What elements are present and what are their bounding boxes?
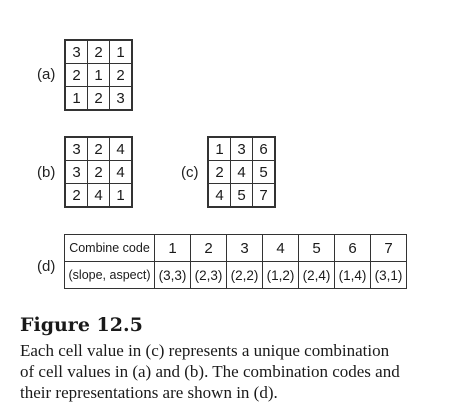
grid-cell: 3 bbox=[109, 86, 133, 111]
figure-caption: Each cell value in (c) represents a uniq… bbox=[20, 340, 445, 403]
grid-cell: 3 bbox=[64, 136, 88, 161]
grid-row: 3 2 4 bbox=[64, 136, 133, 161]
grid-cell: 1 bbox=[64, 86, 88, 111]
code-cell: 7 bbox=[370, 234, 407, 262]
caption-line: Each cell value in (c) represents a uniq… bbox=[20, 341, 390, 360]
grid-cell: 2 bbox=[64, 63, 88, 87]
table-row: (slope, aspect) (3,3) (2,3) (2,2) (1,2) … bbox=[64, 261, 407, 289]
grid-row: 3 2 1 bbox=[64, 39, 133, 64]
pair-cell: (2,2) bbox=[226, 261, 263, 289]
code-cell: 4 bbox=[262, 234, 299, 262]
grid-c: 1 3 6 2 4 5 4 5 7 bbox=[207, 136, 276, 208]
panel-a-label: (a) bbox=[37, 66, 56, 83]
slope-aspect-header: (slope, aspect) bbox=[64, 261, 155, 289]
grid-cell: 5 bbox=[230, 183, 253, 208]
panel-c-label: (c) bbox=[181, 164, 199, 181]
grid-cell: 2 bbox=[207, 160, 231, 184]
pair-cell: (2,3) bbox=[190, 261, 227, 289]
pair-cell: (3,3) bbox=[154, 261, 191, 289]
grid-cell: 6 bbox=[252, 136, 276, 161]
caption-line: their representations are shown in (d). bbox=[20, 383, 278, 402]
combine-code-header: Combine code bbox=[64, 234, 155, 262]
grid-cell: 1 bbox=[207, 136, 231, 161]
table-row: Combine code 1 2 3 4 5 6 7 bbox=[64, 234, 407, 262]
pair-cell: (2,4) bbox=[298, 261, 335, 289]
grid-cell: 2 bbox=[109, 63, 133, 87]
grid-row: 2 4 1 bbox=[64, 183, 133, 208]
figure-title: Figure 12.5 bbox=[20, 314, 143, 336]
grid-cell: 3 bbox=[230, 136, 253, 161]
grid-cell: 2 bbox=[87, 136, 110, 161]
grid-cell: 1 bbox=[109, 183, 133, 208]
code-cell: 1 bbox=[154, 234, 191, 262]
grid-cell: 4 bbox=[207, 183, 231, 208]
grid-row: 4 5 7 bbox=[207, 183, 276, 208]
grid-cell: 2 bbox=[87, 160, 110, 184]
panel-d-label: (d) bbox=[37, 258, 56, 275]
grid-row: 3 2 4 bbox=[64, 160, 133, 184]
grid-row: 1 2 3 bbox=[64, 86, 133, 111]
grid-cell: 4 bbox=[230, 160, 253, 184]
grid-a: 3 2 1 2 1 2 1 2 3 bbox=[64, 39, 133, 111]
grid-cell: 5 bbox=[252, 160, 276, 184]
grid-cell: 4 bbox=[109, 136, 133, 161]
grid-cell: 3 bbox=[64, 160, 88, 184]
grid-cell: 3 bbox=[64, 39, 88, 64]
pair-cell: (3,1) bbox=[370, 261, 407, 289]
code-cell: 6 bbox=[334, 234, 371, 262]
grid-row: 2 1 2 bbox=[64, 63, 133, 87]
grid-b: 3 2 4 3 2 4 2 4 1 bbox=[64, 136, 133, 208]
grid-cell: 7 bbox=[252, 183, 276, 208]
grid-cell: 4 bbox=[87, 183, 110, 208]
grid-cell: 2 bbox=[87, 86, 110, 111]
pair-cell: (1,2) bbox=[262, 261, 299, 289]
caption-line: of cell values in (a) and (b). The combi… bbox=[20, 362, 400, 381]
grid-cell: 2 bbox=[87, 39, 110, 64]
combination-table: Combine code 1 2 3 4 5 6 7 (slope, aspec… bbox=[64, 234, 407, 289]
code-cell: 5 bbox=[298, 234, 335, 262]
grid-cell: 1 bbox=[87, 63, 110, 87]
grid-cell: 4 bbox=[109, 160, 133, 184]
grid-row: 1 3 6 bbox=[207, 136, 276, 161]
grid-cell: 1 bbox=[109, 39, 133, 64]
grid-row: 2 4 5 bbox=[207, 160, 276, 184]
code-cell: 2 bbox=[190, 234, 227, 262]
grid-cell: 2 bbox=[64, 183, 88, 208]
code-cell: 3 bbox=[226, 234, 263, 262]
panel-b-label: (b) bbox=[37, 164, 56, 181]
pair-cell: (1,4) bbox=[334, 261, 371, 289]
